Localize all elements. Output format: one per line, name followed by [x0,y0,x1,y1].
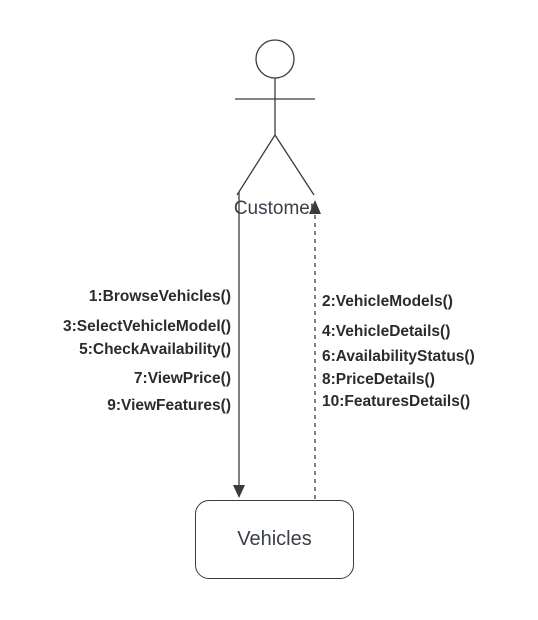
reply-label: 10:FeaturesDetails() [322,393,471,410]
response-arrow [309,200,321,499]
request-arrow [233,192,245,498]
reply-label: 8:PriceDetails() [322,371,435,388]
reply-label: 4:VehicleDetails() [322,323,451,340]
vehicles-object-box: Vehicles [195,500,354,579]
message-label: 1:BrowseVehicles() [88,288,231,305]
actor-head [255,39,295,79]
response-arrowhead-icon [309,200,321,214]
object-name: Vehicles [237,528,312,550]
actor-right-leg [274,134,315,196]
actor-name: Customer [233,198,317,219]
actor-left-leg [236,134,276,196]
reply-label: 6:AvailabilityStatus() [322,348,475,365]
message-label: 7:ViewPrice() [133,370,231,387]
message-label: 3:SelectVehicleModel() [63,318,231,335]
customer-actor-icon [235,39,315,196]
message-label: 9:ViewFeatures() [107,397,231,414]
request-arrowhead-icon [233,485,245,498]
message-label: 5:CheckAvailability() [79,341,231,358]
reply-label: 2:VehicleModels() [322,293,453,310]
